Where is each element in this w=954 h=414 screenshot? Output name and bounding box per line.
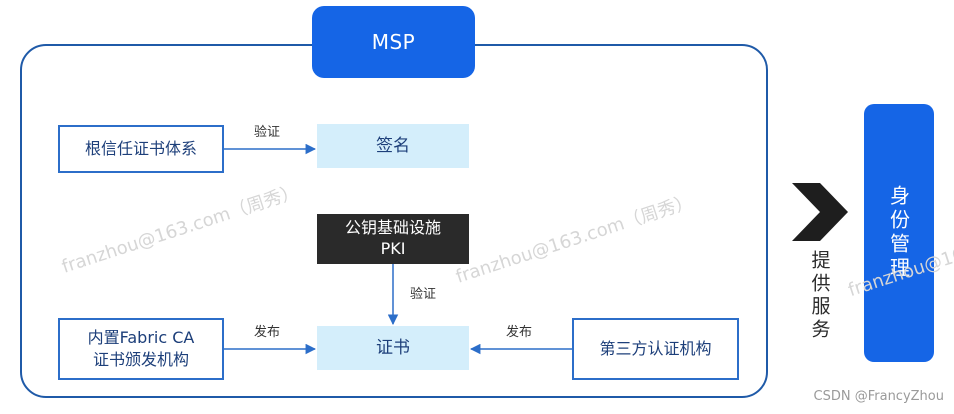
third-party-ca-label: 第三方认证机构 [599,339,712,359]
root-trust-cert-system-label: 根信任证书体系 [84,139,197,159]
edge-label-issue-fabric: 发布 [254,325,281,340]
certificate-label: 证书 [376,337,410,358]
provide-service-label: 提供服务 [808,250,831,342]
edge-label-issue-third: 发布 [506,325,533,340]
msp-label: MSP [371,30,416,54]
pki-label-line2: PKI [380,239,406,258]
chevron-right-icon [792,183,848,241]
signature-box: 签名 [317,124,469,168]
edge-label-verify-sign: 验证 [254,125,281,140]
pki-label-line1: 公钥基础设施 [344,218,441,238]
fabric-ca-label-line1: 内置Fabric CA [87,328,195,348]
edge-label-verify-pki: 验证 [410,287,437,302]
identity-management-label: 身份管理 [886,185,911,281]
certificate-box: 证书 [317,326,469,370]
pki-box: 公钥基础设施 PKI [317,214,469,264]
root-trust-cert-system-box: 根信任证书体系 [58,125,224,173]
provide-service-text: 提供服务 [800,250,840,362]
fabric-ca-box: 内置Fabric CA 证书颁发机构 [58,318,224,380]
third-party-ca-box: 第三方认证机构 [572,318,739,380]
fabric-ca-label-line2: 证书颁发机构 [92,350,189,369]
identity-management-box: 身份管理 [864,104,934,362]
signature-label: 签名 [376,135,410,156]
msp-header: MSP [312,6,475,78]
footer-credit: CSDN @FrancyZhou [813,389,944,404]
